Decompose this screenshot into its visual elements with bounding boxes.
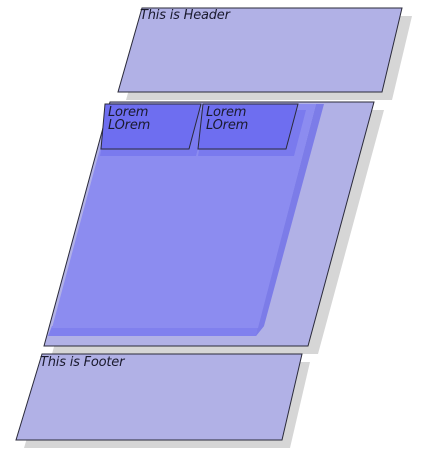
lorem-box-1-line1: Lorem (108, 105, 149, 120)
lorem-box-1-text: Lorem LOrem (108, 106, 150, 132)
header-face (117, 7, 403, 93)
footer-text: This is Footer (40, 355, 125, 370)
lorem-box-1 (100, 103, 208, 156)
lorem-box-1-face (100, 103, 202, 150)
lorem-box-2 (197, 103, 306, 156)
inner-block (48, 104, 324, 336)
lorem-box-2-line1: Lorem (206, 105, 247, 120)
main-panel (43, 101, 384, 354)
header-panel (117, 7, 412, 100)
inner-block-face (52, 104, 316, 328)
inner-block-right-edge (256, 104, 324, 336)
lorem-box-1-line2: LOrem (108, 118, 151, 133)
lorem-box-2-face (197, 103, 299, 150)
lorem-box-2-line2: LOrem (206, 118, 249, 133)
header-text: This is Header (140, 8, 230, 23)
footer-face (15, 353, 303, 441)
inner-block-bottom-edge (48, 326, 264, 336)
footer-panel (15, 353, 310, 448)
lorem-box-2-text: Lorem LOrem (206, 106, 248, 132)
